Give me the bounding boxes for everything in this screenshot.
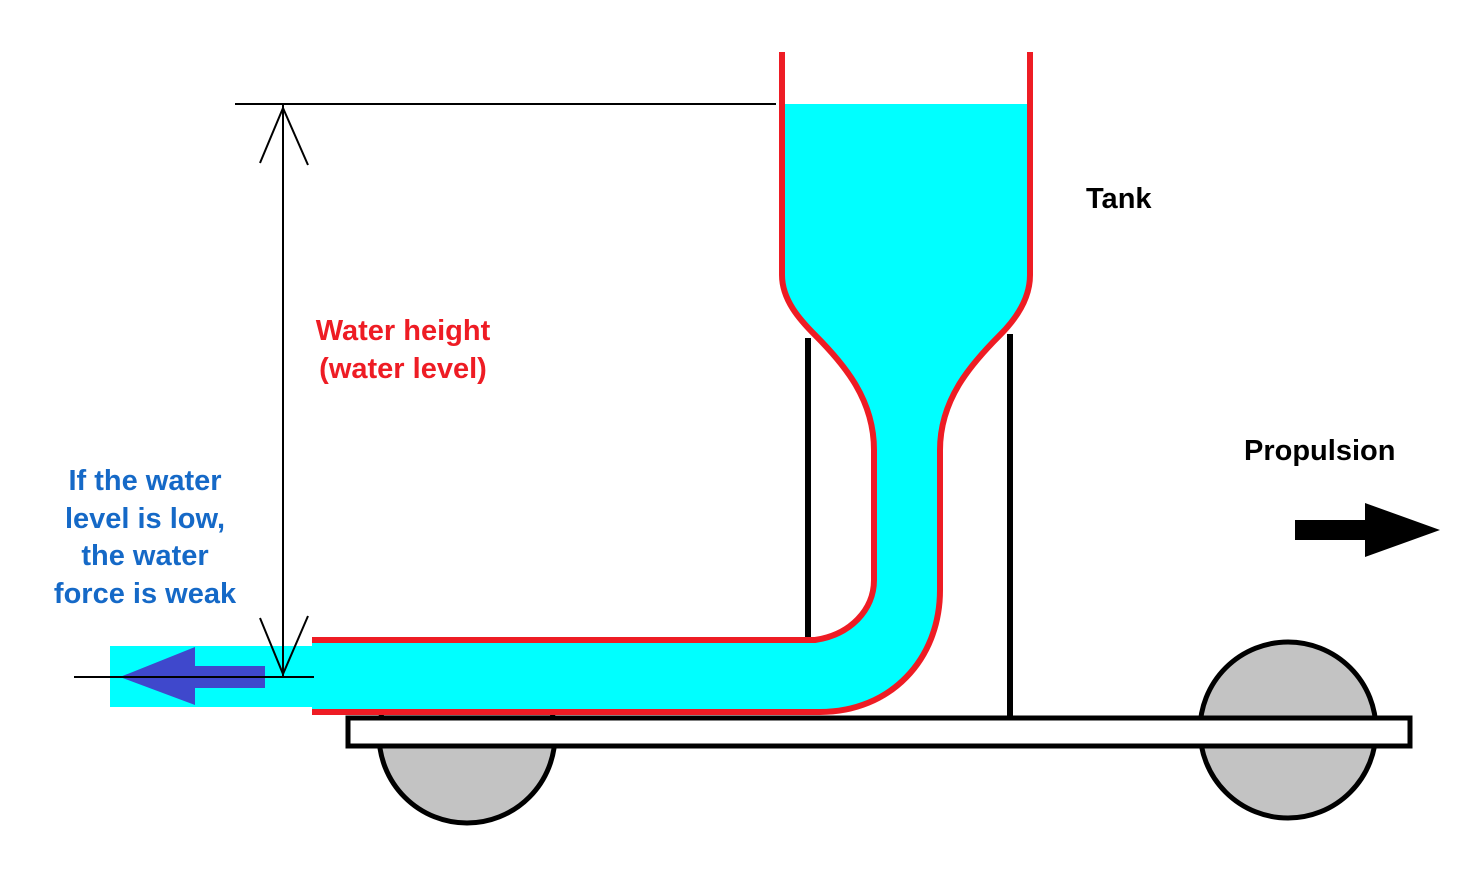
note-line1: If the water bbox=[68, 465, 221, 497]
cart-platform bbox=[345, 715, 1413, 749]
tank-label: Tank bbox=[1086, 183, 1152, 215]
water-height-label-line1: Water height bbox=[316, 315, 491, 347]
note-line3: the water bbox=[81, 540, 208, 572]
note-line4: force is weak bbox=[54, 578, 237, 610]
note-line2: level is low, bbox=[65, 503, 225, 535]
tank-pipe-outer-wall bbox=[312, 52, 1033, 715]
tank-pipe-inner-wall bbox=[312, 52, 877, 643]
propulsion-arrow bbox=[1295, 503, 1440, 557]
propulsion-label: Propulsion bbox=[1244, 435, 1395, 467]
water bbox=[110, 104, 1030, 712]
water-height-dimension bbox=[74, 103, 776, 678]
water-height-label-line2: (water level) bbox=[319, 353, 487, 385]
